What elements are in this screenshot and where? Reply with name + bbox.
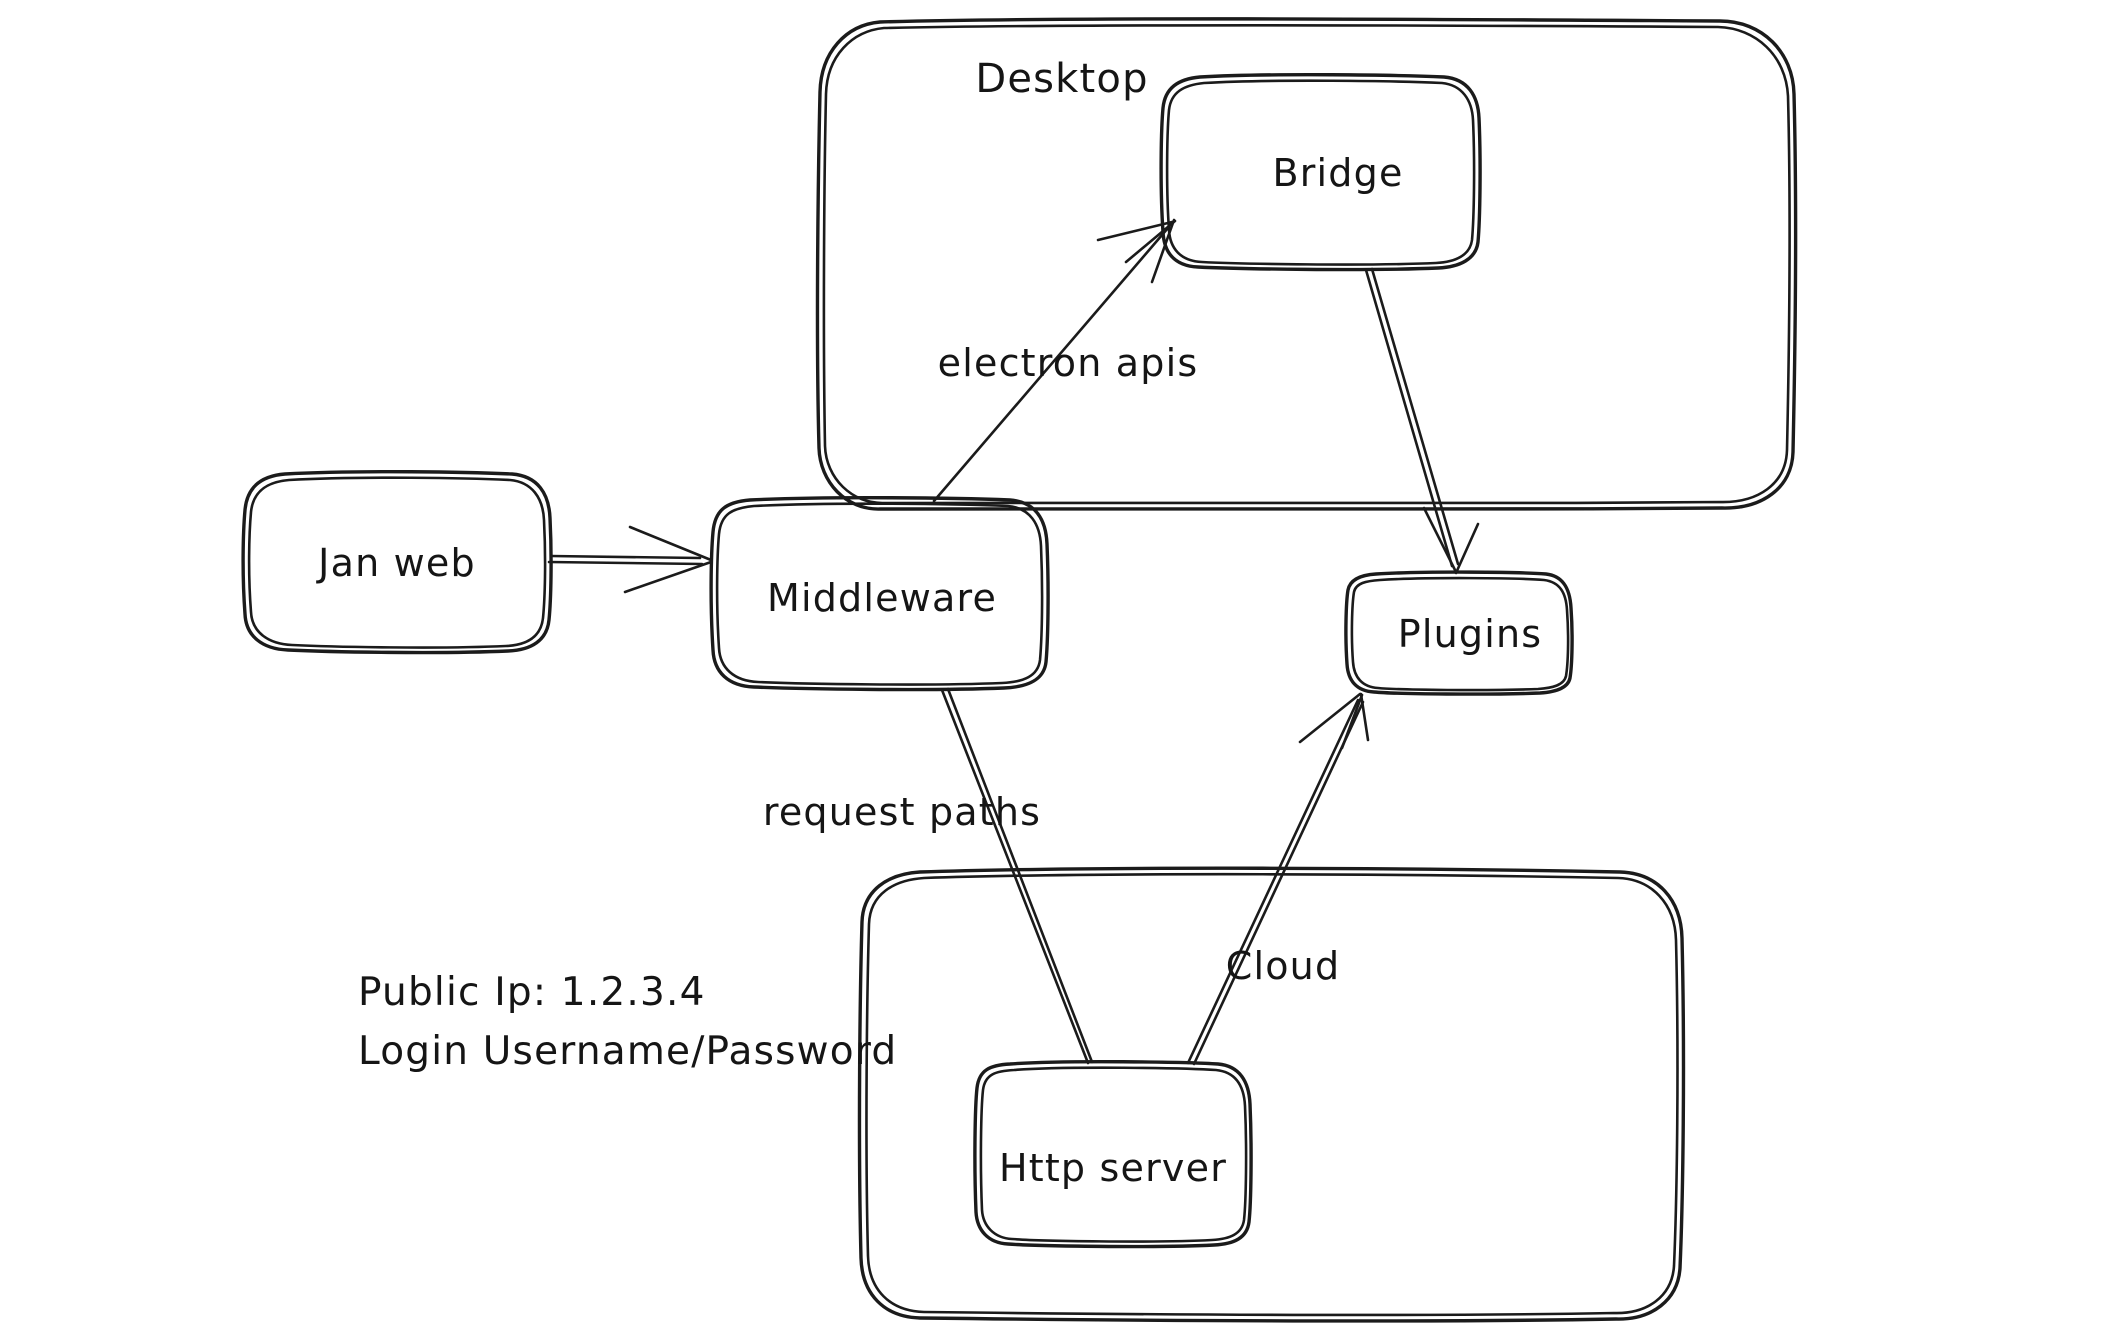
edge-http-server-to-middleware bbox=[940, 687, 1094, 1065]
edge-jan-web-to-middleware bbox=[547, 525, 713, 594]
node-http-server-outline bbox=[973, 1059, 1253, 1249]
node-label-bridge[interactable]: Bridge bbox=[1272, 151, 1404, 195]
edge-label-electron-apis: electron apis bbox=[937, 341, 1199, 385]
node-label-middleware[interactable]: Middleware bbox=[766, 576, 998, 620]
node-bridge-outline bbox=[1159, 72, 1482, 272]
group-desktop-outline bbox=[815, 17, 1798, 511]
group-label-desktop: Desktop bbox=[975, 56, 1149, 102]
note-public-ip-line1: Public Ip: 1.2.3.4 bbox=[358, 970, 706, 1015]
node-label-plugins[interactable]: Plugins bbox=[1397, 612, 1543, 656]
note-login-credentials-line2: Login Username/Password bbox=[358, 1029, 898, 1074]
edge-label-request-paths: request paths bbox=[762, 790, 1042, 834]
edge-label-cloud: Cloud bbox=[1225, 944, 1341, 988]
node-jan-web-outline bbox=[241, 469, 553, 655]
edge-http-server-to-plugins bbox=[1186, 692, 1370, 1066]
edge-bridge-to-plugins bbox=[1364, 267, 1480, 575]
node-middleware-outline bbox=[709, 495, 1050, 692]
node-label-jan-web[interactable]: Jan web bbox=[318, 541, 476, 585]
group-cloud-outline bbox=[857, 866, 1686, 1323]
node-plugins-outline bbox=[1344, 570, 1574, 696]
edge-middleware-to-bridge bbox=[932, 218, 1177, 503]
node-label-http-server[interactable]: Http server bbox=[998, 1146, 1228, 1190]
